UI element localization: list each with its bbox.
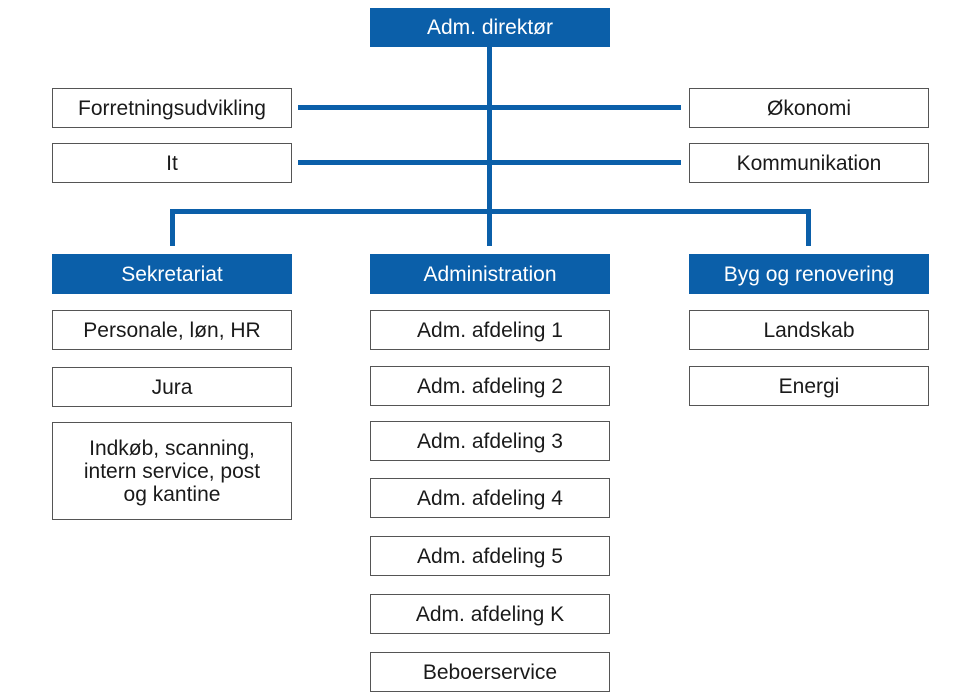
staff-forretningsudvikling: Forretningsudvikling (52, 88, 292, 128)
staff-kommunikation: Kommunikation (689, 143, 929, 183)
connector-departments-bar (170, 209, 811, 214)
director-label: Adm. direktør (426, 16, 554, 39)
unit-label: Energi (778, 374, 840, 398)
unit-label: Jura (151, 375, 193, 399)
unit-label: Beboerservice (422, 660, 558, 684)
staff-label: It (166, 151, 178, 175)
unit-box: Adm. afdeling K (370, 594, 610, 634)
unit-box: Adm. afdeling 5 (370, 536, 610, 576)
unit-box: Energi (689, 366, 929, 406)
connector-staff-row-2 (298, 160, 681, 165)
department-title: Administration (423, 262, 557, 286)
unit-box: Personale, løn, HR (52, 310, 292, 350)
unit-box: Indkøb, scanning, intern service, post o… (52, 422, 292, 520)
unit-label: Landskab (763, 318, 855, 342)
unit-box: Landskab (689, 310, 929, 350)
unit-box: Adm. afdeling 4 (370, 478, 610, 518)
unit-label: Adm. afdeling 4 (417, 486, 563, 510)
staff-label: Kommunikation (736, 151, 882, 175)
staff-label: Økonomi (766, 96, 852, 120)
unit-box: Adm. afdeling 2 (370, 366, 610, 406)
department-administration: Administration (370, 254, 610, 294)
connector-sekretariat (170, 209, 175, 246)
department-title: Sekretariat (121, 262, 223, 286)
department-title: Byg og renovering (723, 262, 895, 286)
unit-label: Adm. afdeling 1 (417, 318, 563, 342)
unit-label: Indkøb, scanning, intern service, post o… (83, 436, 261, 506)
connector-staff-row-1 (298, 105, 681, 110)
unit-box: Jura (52, 367, 292, 407)
director-box: Adm. direktør (370, 8, 610, 47)
unit-box: Beboerservice (370, 652, 610, 692)
unit-label: Adm. afdeling 2 (417, 374, 563, 398)
unit-label: Adm. afdeling K (415, 602, 565, 626)
connector-byg (806, 209, 811, 246)
unit-box: Adm. afdeling 3 (370, 421, 610, 461)
connector-director-trunk (487, 46, 492, 246)
unit-label: Personale, løn, HR (83, 318, 261, 342)
staff-oekonomi: Økonomi (689, 88, 929, 128)
department-sekretariat: Sekretariat (52, 254, 292, 294)
unit-label: Adm. afdeling 5 (417, 544, 563, 568)
unit-label: Adm. afdeling 3 (417, 429, 563, 453)
staff-label: Forretningsudvikling (78, 96, 266, 120)
department-byg-og-renovering: Byg og renovering (689, 254, 929, 294)
staff-it: It (52, 143, 292, 183)
unit-box: Adm. afdeling 1 (370, 310, 610, 350)
